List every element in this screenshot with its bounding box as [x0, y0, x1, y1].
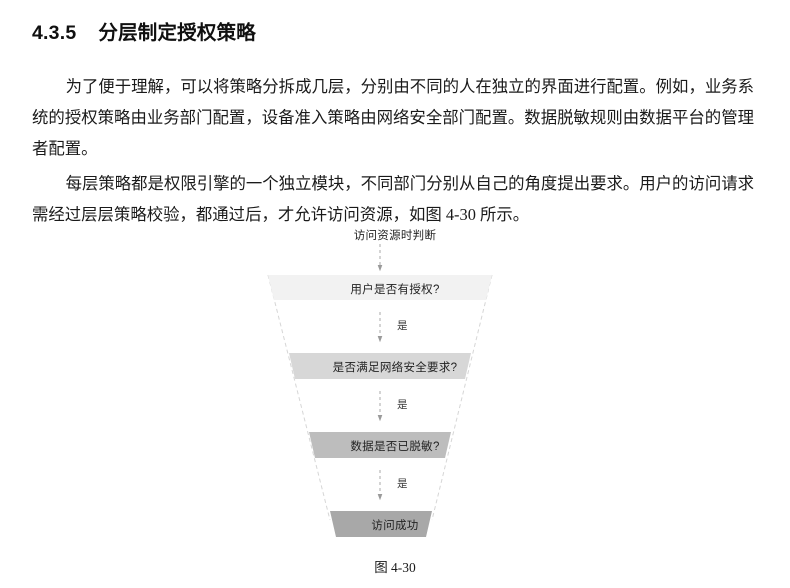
- funnel-container: 访问资源时判断 用户是否有授权? 是否满足网络安全要求? 数据是否已脱敏? 访问…: [245, 222, 545, 542]
- funnel-side-left: [267, 274, 331, 521]
- funnel-band-1-label: 用户是否有授权?: [350, 284, 440, 296]
- heading-title: 分层制定授权策略: [98, 22, 256, 44]
- funnel-band-4-label: 访问成功: [371, 520, 419, 532]
- funnel-band-2-label: 是否满足网络安全要求?: [332, 362, 458, 374]
- paragraph-1-text: 为了便于理解，可以将策略分拆成几层，分别由不同的人在独立的界面进行配置。例如，业…: [32, 77, 755, 159]
- funnel-band-3-label: 数据是否已脱敏?: [350, 441, 440, 453]
- funnel-side-right: [431, 274, 493, 521]
- funnel-band-2: [289, 353, 471, 379]
- figure-caption: 图 4-30: [374, 560, 416, 575]
- figure-funnel-diagram: 访问资源时判断 用户是否有授权? 是否满足网络安全要求? 数据是否已脱敏? 访问…: [0, 222, 790, 588]
- paragraph-1: 为了便于理解，可以将策略分拆成几层，分别由不同的人在独立的界面进行配置。例如，业…: [32, 71, 754, 164]
- funnel-connector-label-2: 是: [397, 399, 408, 411]
- funnel-connector-label-1: 是: [397, 320, 408, 332]
- paragraph-2-text: 每层策略都是权限引擎的一个独立模块，不同部门分别从自己的角度提出要求。用户的访问…: [32, 174, 755, 225]
- funnel-connector-label-3: 是: [397, 478, 408, 490]
- heading-number: 4.3.5: [32, 22, 77, 44]
- funnel-band-4: [330, 511, 432, 537]
- funnel-entry-label: 访问资源时判断: [353, 230, 437, 242]
- page-title: 4.3.5 分层制定授权策略: [32, 16, 256, 45]
- funnel-graphic: [267, 244, 493, 537]
- funnel-band-3: [309, 432, 451, 458]
- paragraph-2: 每层策略都是权限引擎的一个独立模块，不同部门分别从自己的角度提出要求。用户的访问…: [32, 168, 754, 230]
- funnel-band-1: [268, 275, 492, 300]
